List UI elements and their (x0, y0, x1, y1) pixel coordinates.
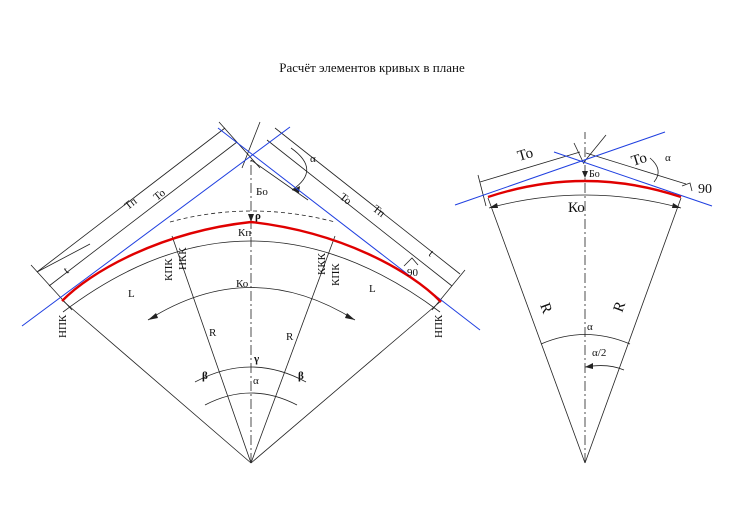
label-ninety: 90 (407, 267, 419, 279)
label-alpha-center: α (587, 321, 593, 333)
label-ninety: 90 (698, 182, 712, 197)
label-beta-left: β (202, 370, 208, 382)
dim-line-to-right (585, 152, 687, 185)
label-ko: Ко (236, 278, 249, 290)
ext-line-alpha (583, 134, 607, 163)
label-kkk: ККК (316, 252, 328, 275)
right-diagram: То То α Бо Ко 90 R R α α/2 (454, 131, 713, 464)
label-alpha-vertex: α (665, 152, 671, 164)
angle-arc-alpha-vertex (290, 147, 308, 191)
label-t-right: t (426, 248, 436, 259)
dim-arc-l (62, 240, 441, 313)
dim-line-to-left (48, 141, 238, 287)
label-r-right: R (286, 331, 294, 343)
radius-line-end (250, 300, 442, 464)
radius-line-kpk-left (171, 235, 252, 464)
label-alpha-vertex: α (310, 153, 316, 165)
label-npk-right: НПК (433, 314, 445, 338)
dim-line-tp-right (274, 127, 461, 275)
curve-main (487, 179, 682, 199)
arrow-ko-right (345, 313, 355, 320)
angle-arc-alpha (204, 392, 298, 406)
label-r-left: R (536, 301, 554, 316)
ext-line-left (477, 174, 487, 207)
label-l-left: L (128, 288, 135, 300)
dim-line-t-left (36, 243, 91, 273)
radius-line-right (584, 197, 682, 464)
angle-arc-gamma (194, 366, 307, 383)
label-l-right: L (369, 283, 376, 295)
label-alpha-center: α (253, 375, 259, 387)
page-title: Расчёт элементов кривых в плане (279, 60, 465, 75)
label-half-alpha: α/2 (592, 347, 606, 359)
tangent-line-left (21, 126, 291, 327)
dim-line-tp-left (36, 127, 226, 273)
label-r-right: R (611, 299, 629, 314)
left-diagram: Тп То t α Бо ρ Кп Ко L L То Тп t 90 НКК … (21, 121, 481, 464)
curve-main (61, 220, 442, 303)
label-to-right: То (337, 191, 354, 208)
radius-line-start (61, 299, 252, 464)
ext-line-npk-left (30, 264, 73, 311)
label-t-left: t (61, 265, 71, 276)
label-r-left: R (209, 327, 217, 339)
label-to-left: То (151, 187, 168, 204)
label-bo: Бо (256, 186, 268, 198)
label-to-left: То (516, 145, 535, 165)
dim-arc-ko (147, 287, 356, 321)
tangent-line-right (217, 127, 481, 331)
label-beta-right: β (298, 370, 304, 382)
arrow-ko-right (672, 203, 681, 208)
label-tp-left: Тп (122, 195, 139, 212)
label-npk-left: НПК (57, 314, 69, 338)
arrow-ko-left (489, 203, 498, 208)
label-gamma: γ (253, 353, 259, 365)
angle-arc-alpha-vertex (649, 157, 659, 183)
dim-line-to-right (266, 139, 453, 287)
arrow-alpha-vertex (292, 186, 300, 193)
tangent-line-right (553, 151, 713, 207)
label-kp: Кп (238, 227, 251, 239)
dim-line-to-left (479, 151, 581, 183)
dim-arc-ko (488, 194, 682, 209)
label-ko: Ко (568, 200, 585, 216)
label-kpk-left: КПК (163, 258, 175, 281)
label-rho: ρ (255, 210, 261, 222)
arrow-bo (582, 171, 588, 178)
arrow-bo (248, 214, 254, 222)
arrow-ko-left (148, 313, 158, 320)
vertex-extension-line (250, 159, 309, 201)
label-nkk: НКК (177, 247, 189, 270)
label-kpk-right: КПК (330, 263, 342, 286)
tangent-line-left (454, 131, 666, 206)
angle-arc-alpha (540, 334, 631, 345)
radius-line-kpk-right (250, 235, 336, 464)
label-to-right: То (629, 150, 649, 170)
construction-arc-rho (169, 210, 336, 223)
label-bo: Бо (589, 169, 600, 180)
radius-line-left (487, 197, 586, 464)
ext-line-npk-right (431, 269, 466, 311)
label-tp-right: Тп (370, 203, 387, 220)
arrow-half-alpha (585, 363, 593, 369)
right-angle-mark (681, 182, 693, 192)
right-angle-mark (403, 257, 419, 267)
